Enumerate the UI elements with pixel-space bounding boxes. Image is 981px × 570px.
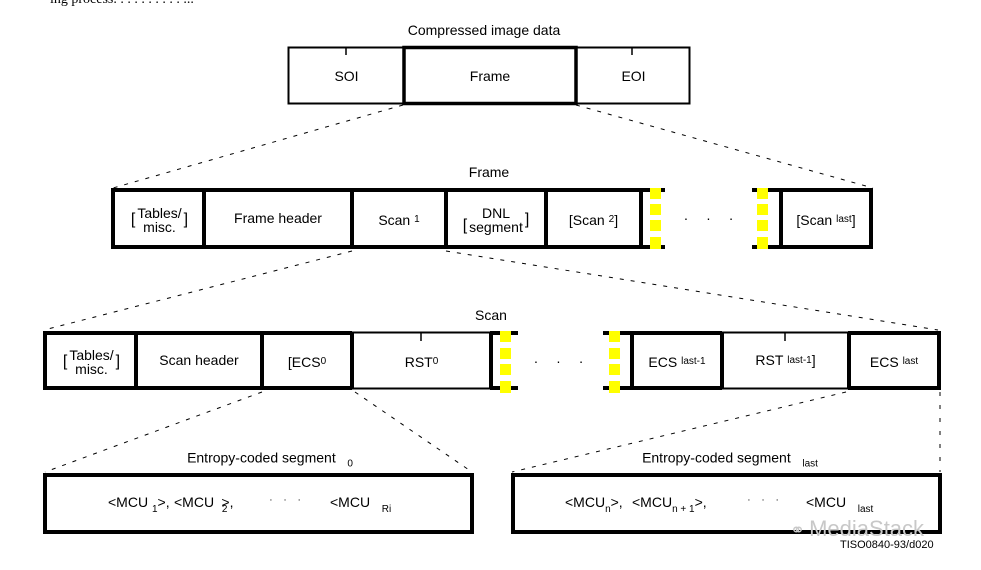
- ecs-last-minus-1-label: ECS last-1: [648, 353, 706, 370]
- ecs-last-label: ECS last: [869, 353, 919, 370]
- frame-label: Frame: [469, 68, 511, 84]
- expand-line-frame-right: [575, 104, 874, 189]
- ecs0-box: [43, 473, 474, 534]
- rst-last-minus-1-label: RST last-1]: [755, 352, 816, 368]
- compressed-row: [287, 45, 691, 106]
- scan1-label: Scan 1: [378, 211, 420, 228]
- wechat-icon: ⚭: [790, 520, 806, 540]
- expand-line-scan-left: [43, 250, 353, 331]
- ecs0-mcu-ri: <MCU Ri: [330, 494, 392, 515]
- frame-row: [111, 188, 873, 249]
- ecslast-box: [511, 473, 942, 534]
- scan-last-label: [Scan last]: [796, 211, 856, 228]
- watermark: ⚭MediaStack: [790, 516, 925, 541]
- ecs0-mcu-2: <MCU 2>,: [174, 494, 234, 515]
- expand-line-ecs0-right: [354, 391, 473, 473]
- frame-break-marker-left: [650, 188, 661, 249]
- cut-off-top-text: ing process. . . . . . . . . . ...: [50, 0, 194, 8]
- frame-header-label: Frame header: [234, 210, 322, 226]
- frame-ellipsis: · · ·: [683, 210, 741, 226]
- ecs0-title: Entropy-coded segment 0: [187, 449, 353, 470]
- frame-break-marker-right: [757, 188, 768, 249]
- ecslast-ellipsis: · · ·: [747, 494, 783, 506]
- scan-title: Scan: [475, 307, 507, 323]
- ecs0-ellipsis: · · ·: [269, 494, 305, 506]
- scan2-label: [Scan 2]: [568, 211, 619, 228]
- expand-line-scan-right: [445, 250, 939, 331]
- scan-row: [43, 331, 941, 393]
- scan-break-marker-left: [500, 331, 511, 393]
- ecslast-title: Entropy-coded segment last: [642, 449, 818, 470]
- frame-tables-misc: [Tables/misc.]: [130, 204, 189, 235]
- compressed-title: Compressed image data: [407, 22, 561, 38]
- eoi-label: EOI: [621, 68, 646, 84]
- scan-break-marker-right: [609, 331, 620, 393]
- scan-ellipsis: · · ·: [533, 353, 591, 369]
- ecslast-mcu-last: <MCU last: [806, 494, 874, 515]
- scan-header-label: Scan header: [159, 352, 239, 368]
- frame-title: Frame: [468, 164, 510, 180]
- expand-line-ecslast-left: [511, 391, 847, 473]
- scan-tables-misc: [Tables/misc.]: [62, 346, 121, 377]
- frame-box: [402, 45, 578, 106]
- ecslast-mcu-n-plus-1: <MCUn + 1>,: [632, 494, 707, 515]
- ecslast-mcu-n: <MCUn>,: [565, 494, 623, 515]
- ecs0-mcu-1: <MCU 1>,: [108, 494, 170, 515]
- figure-id: TISO0840-93/d020: [840, 539, 934, 551]
- soi-label: SOI: [334, 68, 359, 84]
- expand-line-frame-left: [112, 104, 404, 189]
